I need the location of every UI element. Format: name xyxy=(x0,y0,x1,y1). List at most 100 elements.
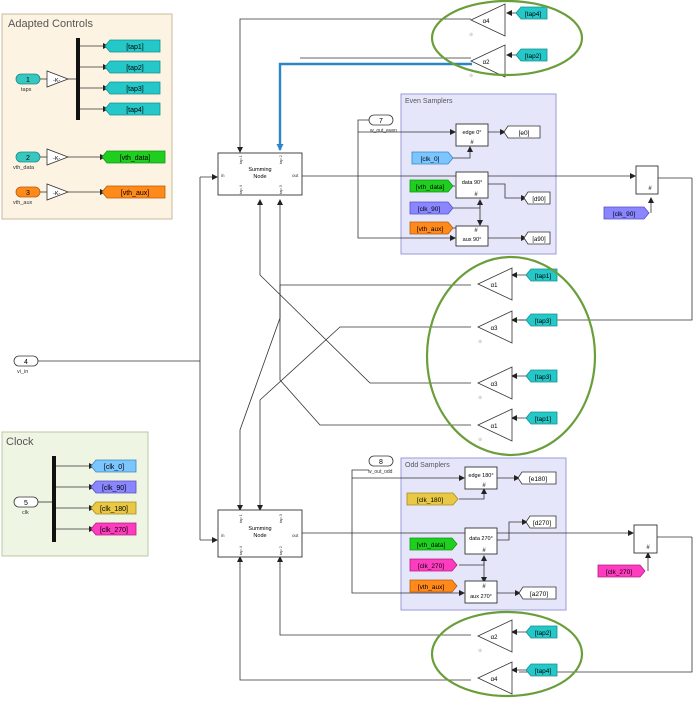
even-samplers-title: Even Samplers xyxy=(405,98,453,105)
svg-text:[vth_aux]: [vth_aux] xyxy=(417,226,444,233)
gain-alpha-2-top[interactable]: α2 ⊕ xyxy=(469,44,506,79)
delay-block-top[interactable]: # xyxy=(635,165,659,195)
goto-clk-90[interactable]: [clk_90] xyxy=(90,480,137,494)
svg-text:aux 90°: aux 90° xyxy=(463,237,482,243)
svg-text:w_out_odd: w_out_odd xyxy=(368,469,393,475)
from-clk-180-odd[interactable]: [clk_180] xyxy=(406,492,459,506)
outport-w-out-odd[interactable]: 8 w_out_odd xyxy=(368,455,394,475)
goto-clk-0[interactable]: [clk_0] xyxy=(90,459,137,473)
svg-text:taps: taps xyxy=(21,87,32,93)
goto-tap3[interactable]: [tap3] xyxy=(104,81,161,95)
gain-vth-aux[interactable]: -K- xyxy=(46,183,70,201)
svg-text:[vth_data]: [vth_data] xyxy=(417,542,446,549)
svg-text:[clk_0]: [clk_0] xyxy=(104,464,124,471)
from-vth-data-even[interactable]: [vth_data] xyxy=(409,179,454,193)
svg-text:#: # xyxy=(470,140,474,146)
from-vth-aux-even[interactable]: [vth_aux] xyxy=(409,221,454,235)
gain-taps[interactable]: -K- xyxy=(46,70,70,88)
inport-clk[interactable]: 5 clk xyxy=(13,496,39,516)
from-tap4-top[interactable]: [tap4] xyxy=(515,6,548,20)
sampler-aux-270[interactable]: # aux 270° xyxy=(464,580,498,604)
svg-text:α2: α2 xyxy=(491,635,498,641)
goto-tap1[interactable]: [tap1] xyxy=(104,39,161,53)
from-clk-90-even[interactable]: [clk_90] xyxy=(409,201,454,215)
from-tap2-bottom[interactable]: [tap2] xyxy=(525,625,558,639)
svg-text:[tap1]: [tap1] xyxy=(535,416,551,423)
summing-node-top[interactable]: Summing Node in out tap 1 tap 2 tap 4 ta… xyxy=(217,152,303,196)
odd-samplers-title: Odd Samplers xyxy=(405,462,450,469)
svg-text:#: # xyxy=(482,548,486,554)
svg-text:edge 180°: edge 180° xyxy=(468,473,493,479)
svg-text:tap 1: tap 1 xyxy=(238,513,243,523)
from-clk-0-even[interactable]: [clk_0] xyxy=(411,151,454,165)
from-tap3-mid-a[interactable]: [tap3] xyxy=(525,313,558,327)
svg-text:data 270°: data 270° xyxy=(469,536,493,542)
goto-d90[interactable]: [d90] xyxy=(523,191,551,205)
from-tap2-top[interactable]: [tap2] xyxy=(515,48,548,62)
svg-text:tap 3: tap 3 xyxy=(278,184,283,194)
svg-text:Node: Node xyxy=(253,533,266,539)
goto-tap4[interactable]: [tap4] xyxy=(104,102,161,116)
svg-text:4: 4 xyxy=(24,359,28,366)
gain-alpha-1-mid-b[interactable]: α1 ⊕ xyxy=(477,408,513,443)
svg-text:[tap4]: [tap4] xyxy=(126,107,144,114)
from-tap3-mid-b[interactable]: [tap3] xyxy=(525,369,558,383)
gain-vth-data[interactable]: -K- xyxy=(46,148,70,166)
from-tap1-mid-b[interactable]: [tap1] xyxy=(525,411,558,425)
from-tap4-bottom[interactable]: [tap4] xyxy=(525,663,558,677)
goto-e180[interactable]: [e180] xyxy=(517,471,557,485)
delay-block-bottom[interactable]: # xyxy=(633,524,658,554)
svg-text:⊕: ⊕ xyxy=(478,648,482,654)
from-clk-90-right[interactable]: [clk_90] xyxy=(603,206,650,220)
goto-tap2[interactable]: [tap2] xyxy=(104,60,161,74)
gain-alpha-4-top[interactable]: α4 ⊕ xyxy=(469,3,506,38)
svg-text:[clk_270]: [clk_270] xyxy=(418,563,444,570)
from-clk-270-right[interactable]: [clk_270] xyxy=(597,564,646,578)
gain-alpha-3-mid-a[interactable]: α3 ⊕ xyxy=(477,310,513,345)
from-vth-data-odd[interactable]: [vth_data] xyxy=(409,537,458,551)
goto-e0[interactable]: [e0] xyxy=(503,125,541,139)
svg-text:[tap4]: [tap4] xyxy=(525,11,541,18)
sampler-data-270[interactable]: data 270° # xyxy=(464,527,498,555)
from-vth-aux-odd[interactable]: [vth_aux] xyxy=(409,579,458,593)
goto-a90[interactable]: [a90] xyxy=(523,231,551,245)
svg-text:tap 4: tap 4 xyxy=(238,545,243,555)
goto-clk-270[interactable]: [clk_270] xyxy=(90,522,137,536)
svg-text:Summing: Summing xyxy=(248,526,271,532)
inport-vth-aux[interactable]: 3 vth_aux xyxy=(13,186,41,206)
inport-vth-data[interactable]: 2 vth_data xyxy=(13,151,41,171)
goto-clk-180[interactable]: [clk_180] xyxy=(90,501,137,515)
svg-text:[clk_90]: [clk_90] xyxy=(418,206,441,213)
goto-vth-aux[interactable]: [vth_aux] xyxy=(101,185,166,199)
svg-text:α3: α3 xyxy=(491,382,498,388)
summing-node-bottom[interactable]: Summing Node in out tap 1 tap 3 tap 4 ta… xyxy=(217,509,303,558)
goto-d270[interactable]: [d270] xyxy=(525,515,557,529)
svg-text:-K-: -K- xyxy=(53,156,61,162)
inport-vi-in[interactable]: 4 vi_in xyxy=(13,355,39,375)
inport-taps[interactable]: 1 taps xyxy=(15,73,41,93)
goto-vth-data[interactable]: [vth_data] xyxy=(101,150,166,164)
sampler-data-90[interactable]: data 90° # xyxy=(455,171,489,199)
goto-a270[interactable]: [a270] xyxy=(518,586,557,600)
gain-alpha-4-bottom[interactable]: α4 xyxy=(477,661,513,695)
svg-text:[vth_aux]: [vth_aux] xyxy=(121,190,149,197)
from-clk-270-odd[interactable]: [clk_270] xyxy=(409,558,458,572)
svg-text:[d270]: [d270] xyxy=(533,520,551,527)
bus-demux-taps[interactable] xyxy=(76,38,80,120)
adapted-controls-title: Adapted Controls xyxy=(8,18,93,30)
clock-panel xyxy=(1,431,149,557)
sampler-edge-180[interactable]: edge 180° # xyxy=(464,466,498,490)
svg-text:tap 2: tap 2 xyxy=(278,545,283,555)
svg-text:[a90]: [a90] xyxy=(532,237,546,243)
outport-w-out-even[interactable]: 7 w_out_even xyxy=(368,114,397,134)
svg-text:[clk_270]: [clk_270] xyxy=(606,569,632,576)
sampler-aux-90[interactable]: # aux 90° xyxy=(455,225,489,247)
signal-wires xyxy=(38,10,693,681)
sampler-edge-0[interactable]: edge 0° # xyxy=(455,123,489,147)
bus-demux-clk[interactable] xyxy=(52,456,56,542)
gain-alpha-2-bottom[interactable]: α2 ⊕ xyxy=(477,619,513,654)
gain-alpha-3-mid-b[interactable]: α3 ⊕ xyxy=(477,366,513,401)
highlighted-feedback-wire[interactable] xyxy=(276,62,472,151)
gain-alpha-1-mid-a[interactable]: α1 xyxy=(477,267,513,301)
